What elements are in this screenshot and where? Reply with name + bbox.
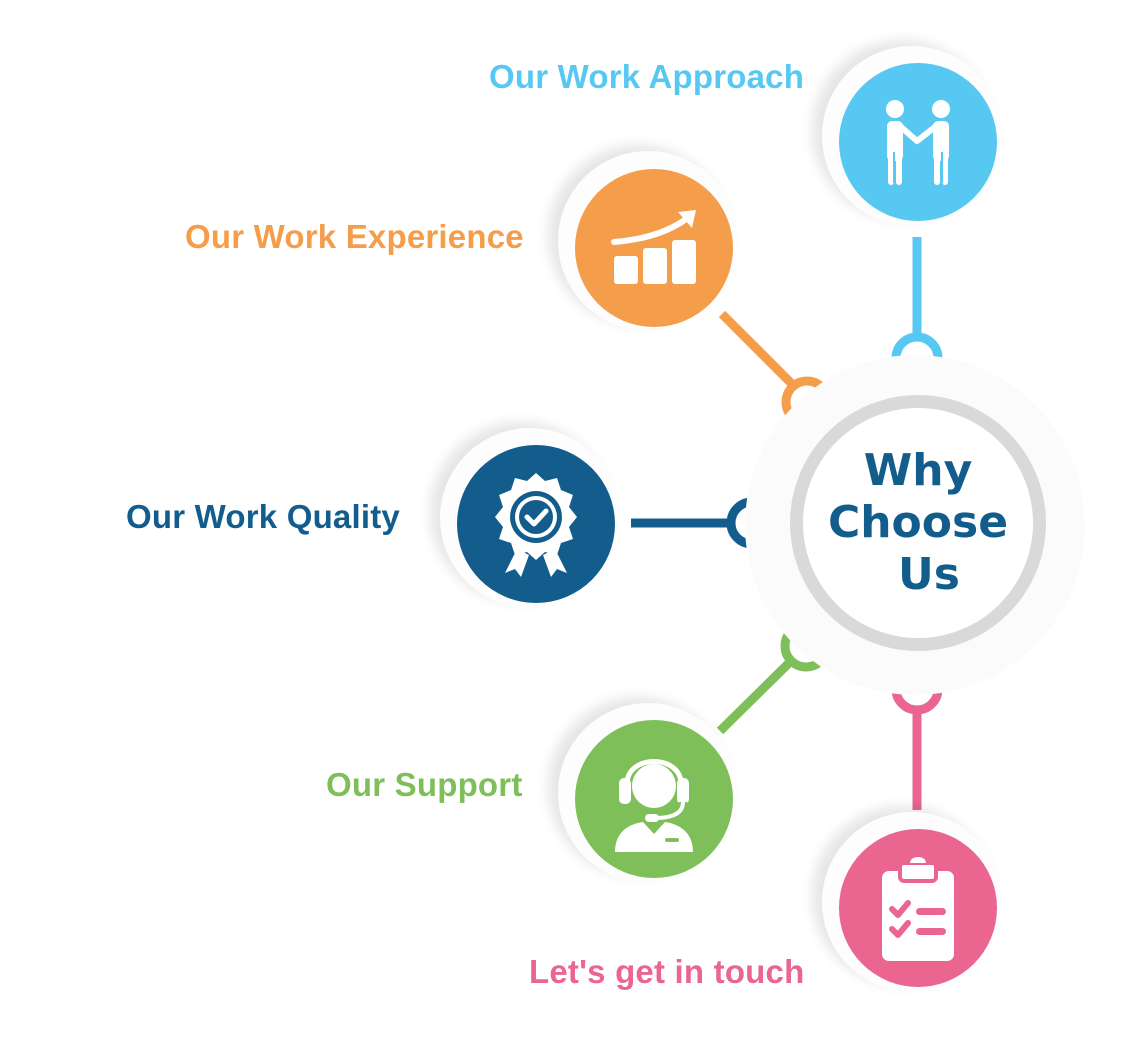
support-label: Our Support — [326, 766, 523, 803]
approach-label: Our Work Approach — [489, 58, 805, 95]
touch-label: Let's get in touch — [529, 953, 805, 990]
experience-node[interactable] — [575, 169, 733, 327]
experience-label: Our Work Experience — [185, 218, 524, 255]
handshake-icon — [886, 100, 950, 185]
touch-node[interactable] — [839, 829, 997, 987]
support-connector — [716, 658, 794, 735]
support-node[interactable] — [575, 720, 733, 878]
headset-support-icon — [615, 759, 693, 852]
quality-label: Our Work Quality — [126, 498, 400, 535]
why-choose-us-hub: Why Choose Us — [790, 395, 1046, 651]
experience-connector — [718, 310, 795, 387]
quality-badge-icon — [495, 473, 577, 577]
center-title-line-2: Choose — [827, 497, 1009, 548]
quality-node[interactable] — [457, 445, 615, 603]
clipboard-checklist-icon — [882, 857, 954, 961]
approach-node[interactable] — [839, 63, 997, 221]
center-title-line-3: Us — [898, 549, 960, 600]
center-title-line-1: Why — [863, 445, 973, 496]
growth-chart-icon — [611, 210, 696, 284]
